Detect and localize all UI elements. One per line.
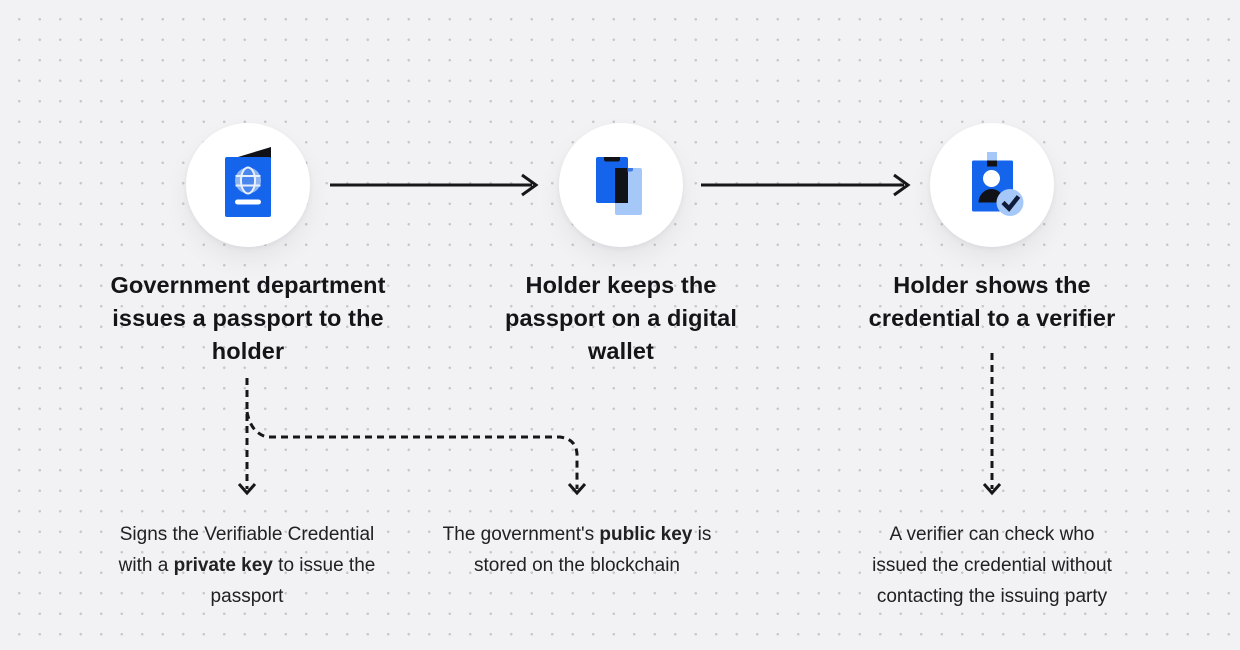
annotation-arrow-private-key <box>237 378 257 496</box>
id-badge-check-icon <box>972 152 1024 216</box>
digital-wallet-icon <box>596 157 642 215</box>
flow-arrow-wallet-to-verifier <box>701 173 911 197</box>
issuer-circle <box>186 123 310 247</box>
annotation-arrow-verifier-check <box>982 353 1002 496</box>
annotation-arrow-public-key <box>245 411 587 496</box>
flow-arrow-issuer-to-wallet <box>330 173 539 197</box>
verifier-circle <box>930 123 1054 247</box>
passport-icon <box>225 147 271 217</box>
wallet-circle <box>559 123 683 247</box>
